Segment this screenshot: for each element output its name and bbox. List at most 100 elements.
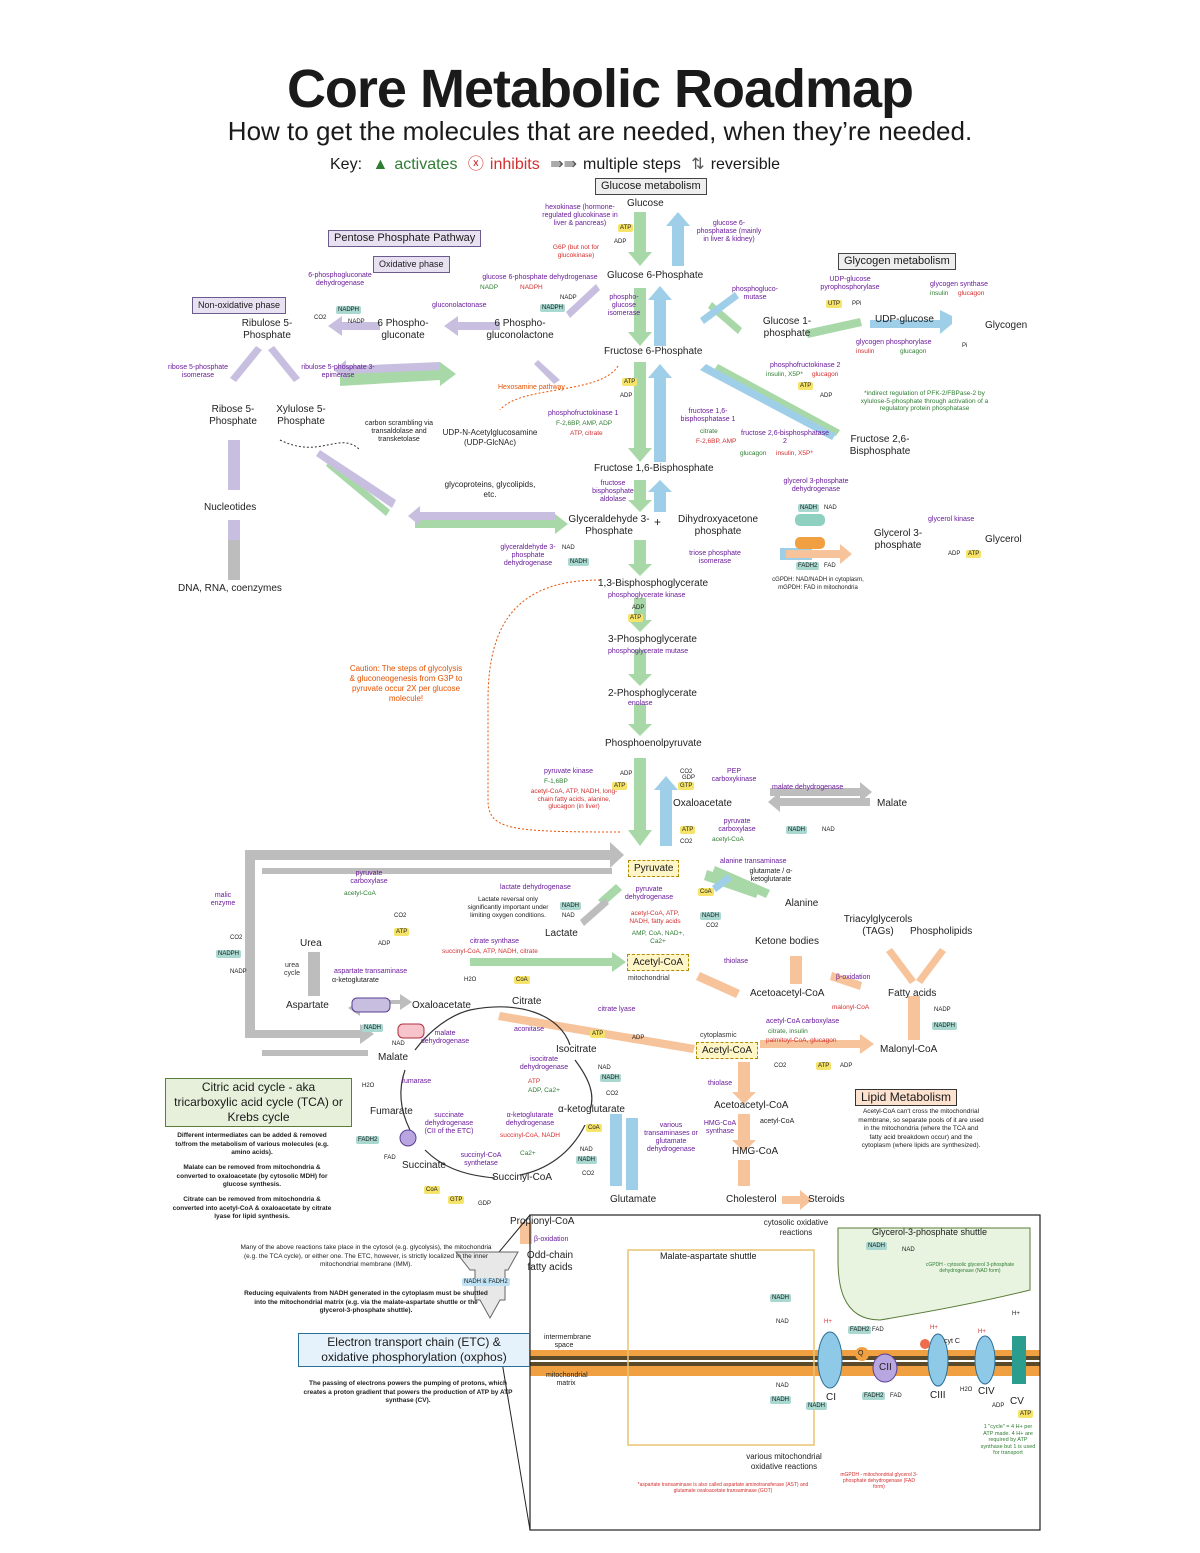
enz-fbpase1: fructose 1,6-bisphosphatase 1 <box>680 408 736 423</box>
q-label: Q <box>858 1350 864 1357</box>
pill-atp-9: ATP <box>590 1030 606 1038</box>
act-pfk2: insulin, X5P* <box>766 371 803 378</box>
act-acc: citrate, insulin <box>768 1028 808 1035</box>
mol-ribulose5p: Ribulose 5-Phosphate <box>241 318 293 341</box>
pill-fad-1: FAD <box>824 563 836 569</box>
enz-rpi: ribose 5-phosphate isomerase <box>168 364 228 379</box>
enz-beta-ox: β-oxidation <box>836 974 871 981</box>
mol-udp-glcnac: UDP-N-Acetylglucosamine (UDP-GlcNAc) <box>442 428 538 447</box>
enz-g3pdh: glycerol 3-phosphate dehydrogenase <box>783 478 849 493</box>
complex-civ: CIV <box>978 1386 995 1397</box>
mol-ketone-bodies: Ketone bodies <box>755 936 819 947</box>
pill-pi: Pi <box>962 343 968 349</box>
enz-pgm: phosphogluco-mutase <box>732 286 778 301</box>
inh-gs: glucagon <box>958 290 985 297</box>
pill-adp: ADP <box>614 239 627 245</box>
mol-succinate: Succinate <box>402 1160 446 1171</box>
mol-glucose: Glucose <box>627 198 664 209</box>
mol-udp-glucose: UDP-glucose <box>875 314 934 325</box>
enz-beta-ox-odd: β-oxidation <box>534 1236 569 1243</box>
g3pdh-note: cGPDH: NAD/NADH in cytoplasm, mGPDH: FAD… <box>772 577 864 591</box>
key-activates: activates <box>394 156 458 173</box>
pill-atp-6: ATP <box>612 782 628 790</box>
key-inhibits: inhibits <box>489 156 540 173</box>
pill-adp-4: ADP <box>948 551 961 557</box>
pill-nad-1: NAD <box>824 505 837 511</box>
act-fbpase2: glucagon <box>740 450 767 457</box>
act-pc-cyto: acetyl-CoA <box>712 836 744 843</box>
pill-nadph-3: NADPH <box>216 950 242 958</box>
enz-g6pd: glucose 6-phosphate dehydrogenase <box>482 274 598 281</box>
enz-pc-cyto: pyruvate carboxylase <box>718 818 756 833</box>
dashed-lines <box>487 365 621 833</box>
plus-sign: + <box>654 515 662 529</box>
pfk2-note: *indirect regulation of PFK-2/FBPase-2 b… <box>860 390 989 412</box>
enz-tpi: triose phosphate isomerase <box>689 550 741 565</box>
lipid-note: Acetyl-CoA can't cross the mitochondrial… <box>858 1108 984 1149</box>
pill-atp-3: ATP <box>798 382 814 390</box>
tca-note-intermediates: Different intermediates can be added & r… <box>175 1132 329 1156</box>
pill-adp-6: ADP <box>620 771 633 777</box>
enz-pfk1: phosphofructokinase 1 <box>548 410 619 417</box>
key-label: Key: <box>330 156 363 173</box>
inh-pfk2: glucagon <box>812 371 839 378</box>
mol-aspartate: Aspartate <box>286 1000 329 1011</box>
key-reversible: reversible <box>710 156 781 173</box>
pill-fad-2: FAD <box>384 1155 396 1161</box>
enz-gs: glycogen synthase <box>930 281 988 288</box>
pill-nadh-4: NADH <box>560 902 582 910</box>
page-title: Core Metabolic Roadmap <box>286 59 914 119</box>
enz-scs: succinyl-CoA synthetase <box>460 1152 502 1167</box>
mol-odd-chain: Odd-chain fatty acids <box>526 1250 574 1273</box>
nadh-fadh2-label: NADH & FADH2 <box>462 1278 510 1286</box>
mol-f16bp: Fructose 1,6-Bisphosphate <box>594 463 714 474</box>
mol-glycoproteins: glycoproteins, glycolipids, etc. <box>444 480 536 499</box>
inhibits-icon: ⓧ <box>467 156 484 173</box>
mgpdh-shape <box>795 537 825 549</box>
complex-cv: CV <box>1010 1396 1024 1407</box>
enz-gapdh: glyceraldehyde 3-phosphate dehydrogenase <box>500 544 556 567</box>
pill-atp-4: ATP <box>966 550 982 558</box>
etc-membrane <box>530 1331 1040 1389</box>
enz-hexokinase: hexokinase (hormone-regulated glucokinas… <box>542 204 618 227</box>
pill-nadh-etc-2: NADH <box>770 1396 792 1404</box>
inh-pk: acetyl-CoA, ATP, NADH, long-chain fatty … <box>530 788 618 810</box>
inh-g6pd: NADPH <box>520 284 543 291</box>
enz-acc: acetyl-CoA carboxylase <box>766 1018 840 1025</box>
mol-2pg: 2-Phosphoglycerate <box>608 688 697 699</box>
pill-nad-etc-2: NAD <box>776 1383 789 1389</box>
pill-nad-etc-4: NAD <box>902 1247 915 1253</box>
pill-atp-8: ATP <box>394 928 410 936</box>
enz-thiolase2: thiolase <box>708 1080 733 1087</box>
ast-shape <box>351 997 391 1013</box>
mol-dna-rna: DNA, RNA, coenzymes <box>178 583 282 594</box>
inh-gp: insulin <box>856 348 875 355</box>
pill-co2-1: CO2 <box>314 315 327 321</box>
mol-succinyl-coa: Succinyl-CoA <box>492 1172 553 1183</box>
mol-phospholipids: Phospholipids <box>910 926 973 937</box>
inh-acc: palmitoyl-CoA, glucagon <box>766 1037 837 1044</box>
enz-gp: glycogen phosphorylase <box>856 339 932 346</box>
mol-13bpg: 1,3-Bisphosphoglycerate <box>598 578 709 589</box>
enz-malic: malic enzyme <box>210 892 236 907</box>
pill-gdp-2: GDP <box>478 1201 492 1207</box>
inh-pfk1: ATP, citrate <box>570 430 603 437</box>
enz-aconitase: aconitase <box>514 1026 544 1033</box>
pill-atp: ATP <box>618 224 634 232</box>
enz-hmgcs: HMG-CoA synthase <box>703 1120 737 1135</box>
mol-nucleotides: Nucleotides <box>204 502 257 513</box>
mol-acetyl-coa-cyto: Acetyl-CoA <box>696 1042 759 1059</box>
enz-6pgd: 6-phosphogluconate dehydrogenase <box>308 272 372 287</box>
pill-nadh-etc-1: NADH <box>770 1294 792 1302</box>
pill-ppi: PPi <box>852 301 862 307</box>
enz-pk: pyruvate kinase <box>544 768 594 775</box>
pill-nad-3: NAD <box>822 827 835 833</box>
enz-pfk2: phosphofructokinase 2 <box>770 362 841 369</box>
key-multiple-steps: multiple steps <box>583 156 681 173</box>
pill-nadh-etc-3: NADH <box>806 1402 828 1410</box>
pill-co2-5: CO2 <box>394 913 407 919</box>
enz-pgam: phosphoglycerate mutase <box>608 648 689 655</box>
pill-nadh-6: NADH <box>362 1024 384 1032</box>
ldh-note: Lactate reversal only significantly impo… <box>467 896 549 919</box>
